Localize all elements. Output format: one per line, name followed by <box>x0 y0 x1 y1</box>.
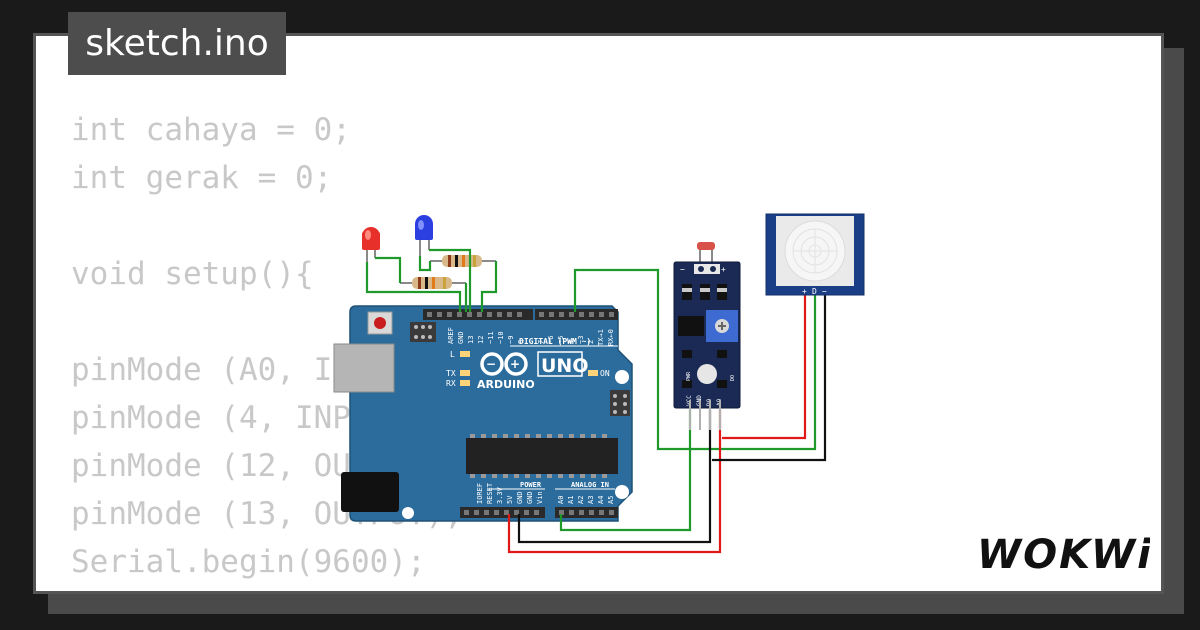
analog-header[interactable] <box>555 507 618 518</box>
pir-pin-label: + <box>802 287 807 296</box>
code-line: int gerak = 0; <box>71 160 333 196</box>
led-tx <box>460 370 470 376</box>
pin-label: RESET <box>486 482 494 504</box>
pin-label: IOREF <box>476 483 484 504</box>
analog-label: ANALOG IN <box>571 481 609 489</box>
wire-red[interactable] <box>507 410 722 554</box>
wire-green[interactable] <box>429 248 472 312</box>
wire-green[interactable] <box>559 410 692 532</box>
pin-label: A5 <box>607 496 615 504</box>
pin-label: Vin <box>536 491 544 504</box>
pin-label: 5V <box>506 495 514 504</box>
led-on <box>588 370 598 376</box>
ldr-led-label: DO <box>730 375 736 381</box>
pin-label: ~10 <box>497 331 505 344</box>
code-line: int cahaya = 0; <box>71 112 351 148</box>
wire-green[interactable] <box>365 262 462 312</box>
pin-label: ~3 <box>577 336 585 344</box>
power-jack <box>341 472 399 512</box>
wire-green[interactable] <box>480 261 498 312</box>
pin-label: A3 <box>587 496 595 504</box>
pin-label: A2 <box>577 496 585 504</box>
arduino-logo <box>480 352 528 376</box>
pin-label: 4 <box>567 340 575 344</box>
pin-label: ~9 <box>507 336 515 344</box>
wire-green[interactable] <box>418 256 432 272</box>
svg-text:+: + <box>510 357 520 371</box>
code-line: void setup(){ <box>71 256 314 292</box>
svg-text:−: − <box>680 265 685 274</box>
wire-red[interactable] <box>722 292 807 440</box>
resistor-lower[interactable] <box>400 277 466 289</box>
power-label: POWER <box>520 481 542 489</box>
uno-label: UNO <box>541 355 588 377</box>
wokwi-logo-text: WOKWi <box>977 532 1150 576</box>
power-header[interactable] <box>460 507 545 518</box>
led-rx-label: RX <box>446 379 456 388</box>
led-l-label: L <box>450 350 455 359</box>
code-line: Serial.begin(9600); <box>71 544 426 580</box>
indicator-led <box>697 364 717 384</box>
pir-pin-label: − <box>822 287 827 296</box>
wire-green[interactable] <box>573 268 817 451</box>
pin-label: A1 <box>567 496 575 504</box>
photoresistor <box>697 242 715 250</box>
pin-label: 12 <box>477 336 485 344</box>
pin-label: TX→1 <box>597 329 605 346</box>
pin-label: 2 <box>587 340 595 344</box>
led-l <box>460 351 470 357</box>
pin-label: 8 <box>517 340 525 344</box>
pin-label: ~6 <box>547 336 555 344</box>
pin-label: RX←0 <box>607 329 615 346</box>
led-rx <box>460 380 470 386</box>
pin-label: GND <box>516 491 524 504</box>
on-label: ON <box>600 369 610 378</box>
pin-label: GND <box>457 331 465 344</box>
red-led[interactable] <box>362 227 380 262</box>
pin-label: ~5 <box>557 336 565 344</box>
digital-label: DIGITAL (PWM ~) <box>519 337 591 346</box>
wire-green[interactable] <box>375 256 402 283</box>
pin-label: A4 <box>597 496 605 504</box>
pin-label: 3.3V <box>496 486 504 504</box>
blue-led[interactable] <box>415 215 433 256</box>
led-tx-label: TX <box>446 369 456 378</box>
wire-black[interactable] <box>712 292 827 462</box>
atmega-chip <box>466 438 618 474</box>
wokwi-logo: WOKWi <box>977 532 1150 576</box>
resistor-upper[interactable] <box>430 255 496 267</box>
pin-label: ~11 <box>487 331 495 344</box>
usb-port <box>333 343 395 393</box>
ldr-led-label: PWR <box>686 371 692 381</box>
pin-label: A0 <box>557 496 565 504</box>
svg-text:−: − <box>486 357 496 371</box>
wire-black[interactable] <box>517 410 712 544</box>
pin-label: 13 <box>467 336 475 344</box>
digital-header-right[interactable] <box>535 309 618 320</box>
pin-label: 7 <box>537 340 545 344</box>
arduino-uno-board[interactable]: AREF GND 13 12 ~11 ~10 ~9 8 7 ~6 ~5 4 ~3… <box>333 305 633 522</box>
file-tab[interactable]: sketch.ino <box>68 12 286 75</box>
pin-label: AREF <box>447 327 455 344</box>
pir-pin-label: D <box>812 287 817 296</box>
brand-label: ARDUINO <box>477 378 535 391</box>
svg-text:+: + <box>721 265 726 274</box>
pir-motion-sensor[interactable]: + D − <box>765 213 865 296</box>
ldr-sensor-module[interactable]: − + PWR DO VCC GND DO AO <box>673 242 741 430</box>
pin-label: GND <box>526 491 534 504</box>
